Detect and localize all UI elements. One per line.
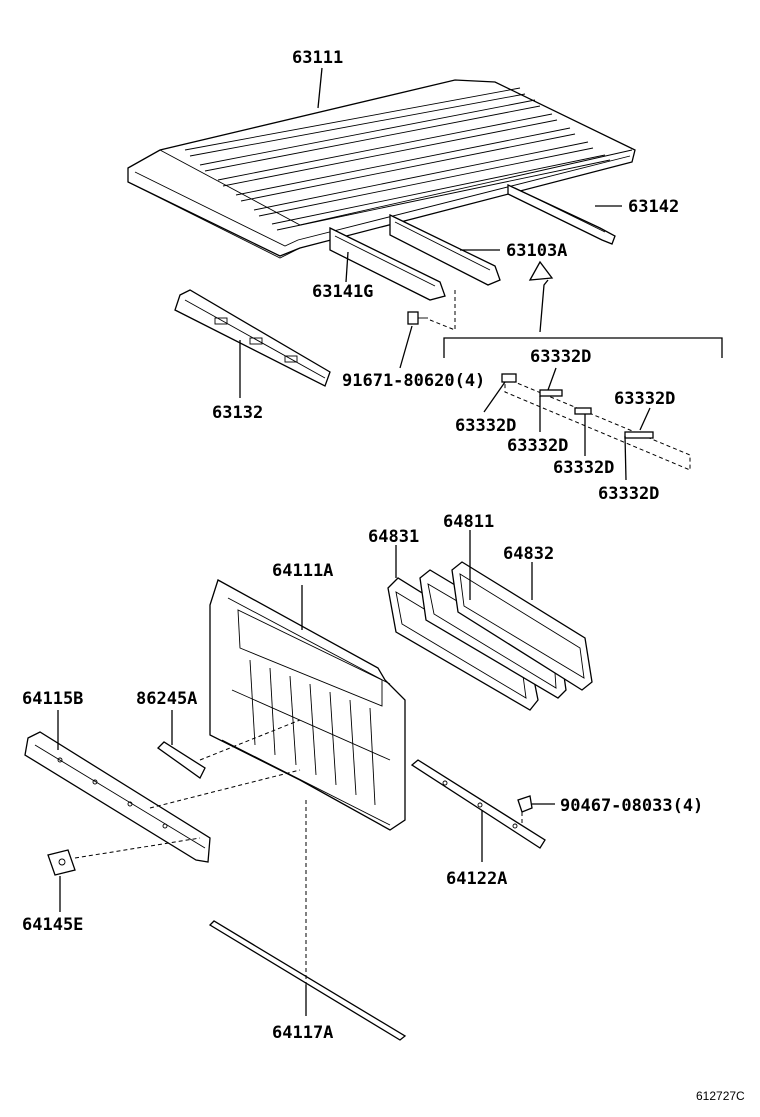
label-63332d-low: 63332D [553,458,614,478]
roof-bow-63103a [389,213,501,286]
weatherstrip-64832 [451,561,593,691]
label-63103a: 63103A [506,241,567,261]
sill-64117a [208,920,407,1041]
label-64122a: 64122A [446,869,507,889]
label-63332d-bottom: 63332D [598,484,659,504]
diagram-reference-id: 612727C [696,1089,745,1103]
rail-64122a [410,759,546,849]
weatherstrip-63332d [501,373,691,471]
label-91671: 91671-80620(4) [342,371,485,391]
roof-bow-63141g [329,226,446,301]
label-63332d-top: 63332D [530,347,591,367]
clip-90467 [517,795,533,813]
label-64832: 64832 [503,544,554,564]
label-64831: 64831 [368,527,419,547]
bracket-64145e [47,849,76,876]
roof-panel [127,79,636,259]
label-63141g: 63141G [312,282,373,302]
label-64117a: 64117A [272,1023,333,1043]
label-64811: 64811 [443,512,494,532]
bolt-91671 [407,311,428,325]
label-63332d-left: 63332D [455,416,516,436]
rear-crossmember-64115b [24,731,211,863]
back-panel-64111a [209,579,406,831]
label-63132: 63132 [212,403,263,423]
label-64115b: 64115B [22,689,83,709]
label-63142: 63142 [628,197,679,217]
label-86245a: 86245A [136,689,197,709]
bracket-86245a [156,741,206,779]
label-64111a: 64111A [272,561,333,581]
label-63332d-right: 63332D [614,389,675,409]
label-90467: 90467-08033(4) [560,796,703,816]
label-63111: 63111 [292,48,343,68]
roof-bow-63142 [507,183,616,245]
label-64145e: 64145E [22,915,83,935]
label-63332d-mid: 63332D [507,436,568,456]
front-header-63132 [174,289,331,387]
